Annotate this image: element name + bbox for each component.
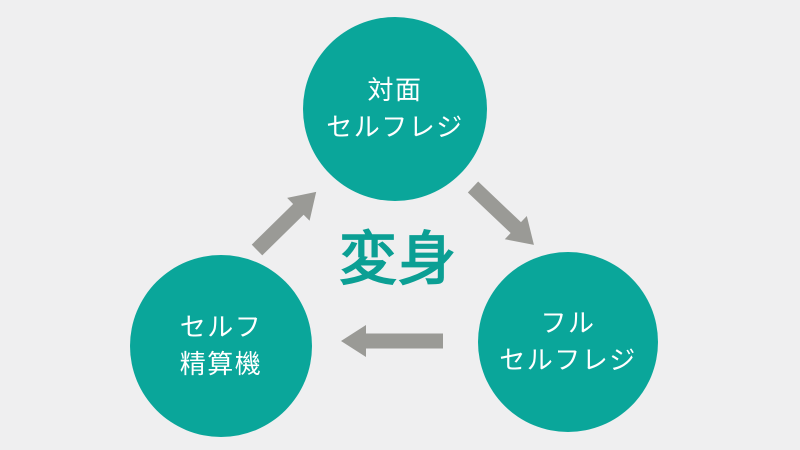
cycle-node-self-payment-machine: セルフ 精算機	[130, 255, 312, 437]
node-label-line: 対面	[367, 75, 423, 105]
center-label: 変身	[338, 227, 457, 292]
node-label-line: セルフレジ	[326, 112, 464, 142]
node-label-line: 精算機	[179, 349, 263, 379]
cycle-node-face-to-face-self-checkout: 対面 セルフレジ	[303, 17, 487, 201]
node-label-line: セルフレジ	[499, 345, 637, 375]
arrow-left-icon	[341, 325, 443, 357]
arrow-down-right-icon	[467, 181, 534, 245]
arrow-up-right-icon	[251, 191, 317, 256]
cycle-node-full-self-checkout: フル セルフレジ	[478, 252, 658, 432]
node-label-line: フル	[540, 308, 596, 338]
node-label-line: セルフ	[179, 312, 263, 342]
